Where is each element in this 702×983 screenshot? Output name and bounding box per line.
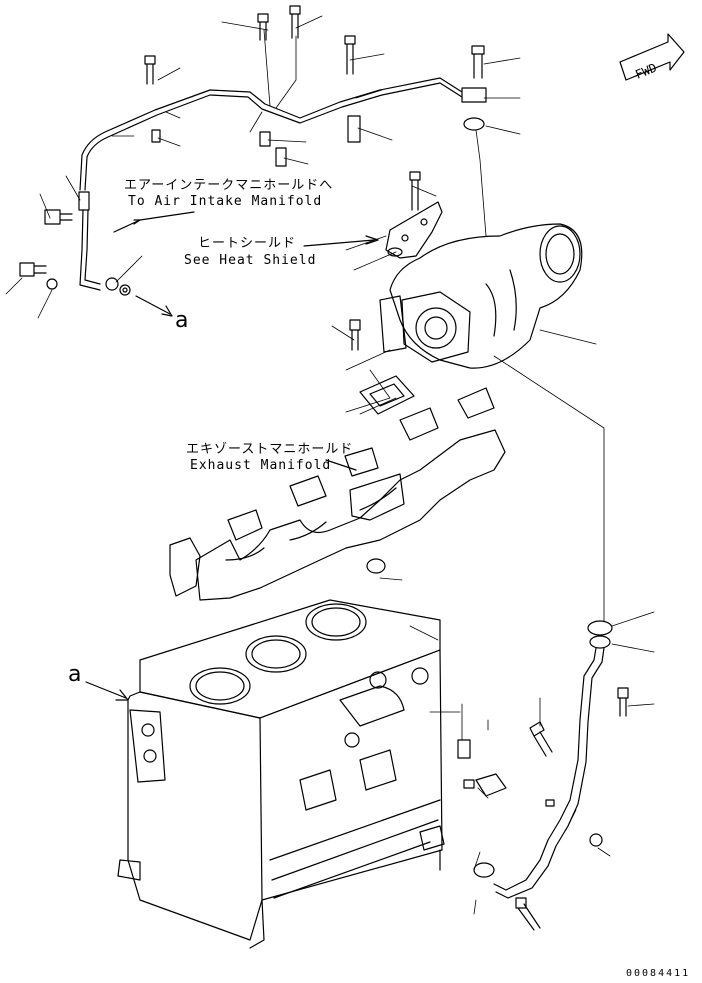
turbocharger [380,224,582,368]
heat-shield-label-en: See Heat Shield [184,253,317,268]
turbo-gasket [360,376,414,414]
exhaust-manifold [170,388,505,600]
leader-lines [6,16,654,914]
reference-a-block: a [68,662,82,687]
cylinder-block [118,600,444,948]
callout-arrows [86,212,378,700]
manifold-nut [367,559,385,573]
fwd-arrow-icon: FWD [620,34,684,82]
air-intake-label-en: To Air Intake Manifold [128,194,323,209]
heat-shield [386,202,442,258]
exhaust-manifold-label-jp: エキゾーストマニホールド [186,442,354,457]
oil-supply-pipe [79,78,462,295]
fwd-text: FWD [633,61,658,82]
exhaust-manifold-label-en: Exhaust Manifold [190,458,332,473]
reference-a-pipe: a [175,308,189,333]
air-intake-label-jp: エアーインテークマニホールドへ [124,178,334,193]
heat-shield-label-jp: ヒートシールド [198,236,297,251]
bolt-set-top [20,6,628,930]
oil-drain-pipe [476,648,604,898]
image-number: 00084411 [626,968,691,979]
